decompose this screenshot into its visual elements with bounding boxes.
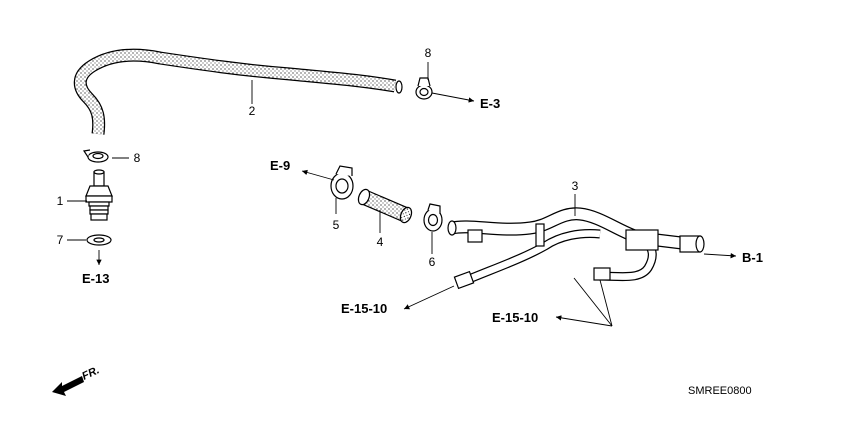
part-number-8-left: 8 <box>134 151 141 165</box>
ref-e13: E-13 <box>82 271 109 286</box>
hose-clamp-5 <box>330 165 354 200</box>
ref-e9: E-9 <box>270 158 290 173</box>
leader-lines <box>67 62 613 327</box>
diagram-code: SMREE0800 <box>688 385 752 397</box>
pipe-assembly <box>447 207 705 290</box>
hose-clamp-top <box>415 77 433 100</box>
short-hose <box>357 188 413 224</box>
part-number-6: 6 <box>429 255 436 269</box>
pcv-valve <box>85 169 113 221</box>
part-number-1: 1 <box>57 194 64 208</box>
breather-hose <box>73 48 403 135</box>
part-number-5: 5 <box>333 218 340 232</box>
reference-arrows <box>301 92 737 327</box>
front-direction-label: FR. <box>80 364 101 382</box>
ref-e15-10-right: E-15-10 <box>492 310 538 325</box>
ref-b1: B-1 <box>742 250 763 265</box>
hose-clamp-6 <box>423 203 443 232</box>
ref-e3: E-3 <box>480 96 500 111</box>
sealing-washer <box>86 234 112 246</box>
ref-e15-10-left: E-15-10 <box>341 301 387 316</box>
hose-clamp-left <box>82 149 109 163</box>
part-number-7: 7 <box>57 233 64 247</box>
part-number-4: 4 <box>377 235 384 249</box>
part-number-3: 3 <box>572 179 579 193</box>
front-direction-indicator: FR. <box>52 364 101 396</box>
part-number-8-top: 8 <box>425 46 432 60</box>
part-number-2: 2 <box>249 104 256 118</box>
